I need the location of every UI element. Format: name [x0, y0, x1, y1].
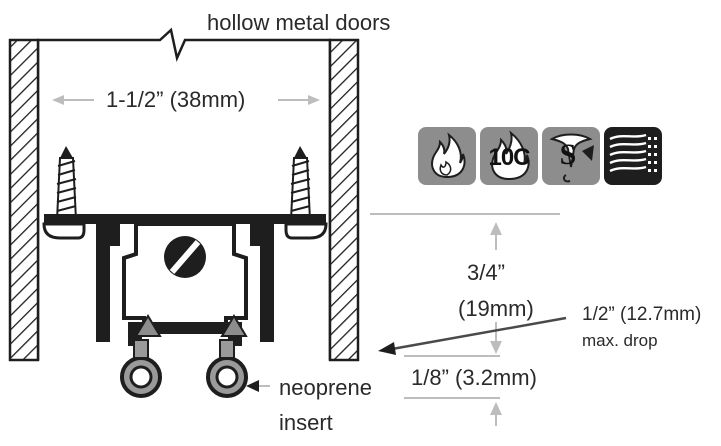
neoprene-leader-arrow: [246, 380, 270, 392]
right-screw: [289, 146, 312, 221]
smoke-seal-badge: S: [542, 127, 600, 185]
right-door-face: [328, 38, 360, 362]
sweep-mounting-plate: [42, 214, 328, 240]
slotted-screw-head: [164, 236, 206, 278]
neoprene-bulbs: [120, 339, 248, 398]
neoprene-insert-label-line2: insert: [279, 410, 333, 435]
height-dimension-label-line1: 3/4”: [467, 260, 505, 285]
left-screw: [55, 146, 78, 221]
max-drop-label-line2: max. drop: [582, 331, 658, 350]
ten-c-rating-badge: 10C: [480, 127, 538, 185]
height-dimension-label-line2: (19mm): [458, 296, 534, 321]
left-door-face: [8, 38, 40, 362]
ten-c-rating-icon: [491, 130, 530, 181]
width-dimension-label: 1-1/2” (38mm): [106, 87, 246, 112]
smoke-seal-icon: [549, 133, 594, 183]
smoke-seal-text: S: [559, 138, 577, 171]
neoprene-insert-label-line1: neoprene: [279, 375, 372, 400]
width-dimension-arrows: [52, 95, 320, 105]
sound-rating-icon: [609, 133, 657, 173]
fire-rating-badge: [418, 127, 476, 185]
max-drop-label-line1: 1/2” (12.7mm): [582, 304, 702, 325]
door-outline: [36, 27, 332, 360]
neoprene-fingers: [134, 314, 248, 337]
ten-c-rating-text: 10C: [488, 144, 530, 171]
height-dimension: [370, 213, 560, 426]
gap-dimension-label: 1/8” (3.2mm): [411, 365, 537, 390]
fire-rating-icon: [431, 132, 466, 179]
max-drop-leader-arrow: [378, 316, 567, 355]
door-type-label: hollow metal doors: [207, 10, 391, 35]
sound-rating-badge: [604, 127, 662, 185]
